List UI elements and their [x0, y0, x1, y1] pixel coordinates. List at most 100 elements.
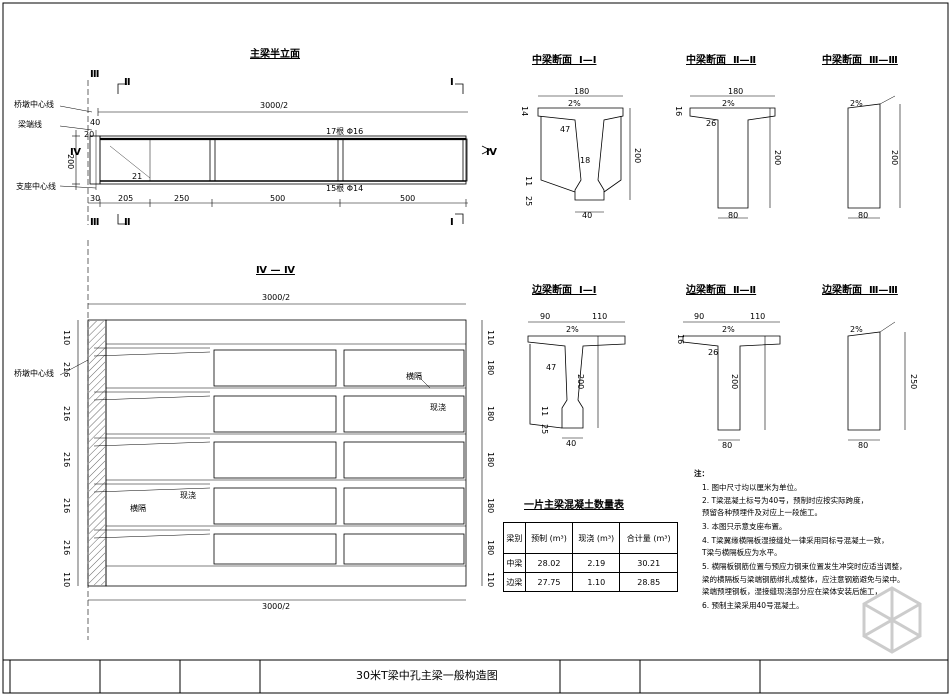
section-edge-III	[847, 321, 906, 441]
note-line: T梁与横隔板应为水平。	[702, 548, 782, 557]
edge-I-200: 200	[576, 374, 585, 390]
sec-mark-II-top: Ⅱ	[124, 77, 131, 88]
note-line: 4. T梁翼缘横隔板湿接缝处一律采用同标号混凝土一致，	[702, 536, 889, 545]
sec-edge-II-title: 边梁断面 Ⅱ—Ⅱ	[686, 285, 757, 296]
edge-III-250: 250	[909, 374, 918, 390]
plan-right-dim-2: 180	[486, 360, 495, 376]
elev-pier-center-label: 桥墩中心线	[14, 100, 54, 109]
note-line: 1. 图中尺寸均以厘米为单位。	[702, 483, 802, 492]
plan-title: Ⅳ — Ⅳ	[256, 265, 295, 276]
mid-I-top: 180	[574, 87, 590, 96]
mid-III-200: 200	[890, 150, 899, 166]
sec-mid-I-title: 中梁断面 Ⅰ—Ⅰ	[532, 55, 597, 66]
sec-edge-III-title: 边梁断面 Ⅲ—Ⅲ	[822, 285, 898, 296]
edge-I-40: 40	[566, 439, 577, 448]
sec-mark-III-top: Ⅲ	[90, 69, 100, 80]
plan-pier-center-label: 桥墩中心线	[14, 369, 54, 378]
qty-cell: 28.02	[524, 553, 574, 573]
elev-dim-30: 30	[90, 194, 101, 203]
qty-header-total: 合计量 (m³)	[619, 522, 678, 554]
plan-left-dim-5: 216	[62, 498, 71, 514]
sec-mid-II-title: 中梁断面 Ⅱ—Ⅱ	[686, 55, 757, 66]
mid-II-slope: 2%	[722, 99, 735, 108]
sec-mid-III-title: 中梁断面 Ⅲ—Ⅲ	[822, 55, 898, 66]
note-line: 3. 本图只示意支座布置。	[702, 522, 787, 531]
mid-II-16: 16	[674, 106, 683, 117]
mid-I-slope: 2%	[568, 99, 581, 108]
edge-I-25: 25	[540, 424, 549, 435]
edge-I-11: 11	[540, 406, 549, 417]
qty-cell: 1.10	[572, 572, 621, 592]
section-edge-I	[527, 321, 626, 439]
elev-dim-3: 500	[270, 194, 286, 203]
plan-wetjoint-label-2: 现浇	[180, 491, 196, 500]
qty-cell: 中梁	[503, 553, 526, 573]
edge-II-slope: 2%	[722, 325, 735, 334]
qty-table: 梁别 预制 (m³) 现浇 (m³) 合计量 (m³) 中梁 28.02 2.1…	[503, 522, 678, 592]
sec-mark-I-bot: Ⅰ	[450, 217, 454, 228]
elev-dim-2: 250	[174, 194, 190, 203]
edge-II-26: 26	[708, 348, 719, 357]
note-line: 6. 预制主梁采用40号混凝土。	[702, 601, 804, 610]
edge-I-left: 90	[540, 312, 551, 321]
edge-I-slope: 2%	[566, 325, 579, 334]
edge-II-right: 110	[750, 312, 766, 321]
mid-I-14: 14	[520, 106, 529, 117]
mid-I-25: 25	[524, 196, 533, 207]
elev-dim-40: 40	[90, 118, 101, 127]
plan-right-dim-5: 180	[486, 498, 495, 514]
elev-dim-1: 205	[118, 194, 134, 203]
mid-III-slope: 2%	[850, 99, 863, 108]
plan-left-dim-4: 216	[62, 452, 71, 468]
mid-I-47: 47	[560, 125, 571, 134]
section-mid-I	[537, 95, 631, 213]
plan-left-dim-3: 216	[62, 406, 71, 422]
section-mid-III	[847, 95, 901, 219]
plan-right-dim-4: 180	[486, 452, 495, 468]
sec-mark-III-bot: Ⅲ	[90, 217, 100, 228]
qty-cell: 28.85	[619, 572, 678, 592]
plan-right-dim-3: 180	[486, 406, 495, 422]
edge-II-200: 200	[730, 374, 739, 390]
plan-view	[59, 240, 483, 640]
sec-mark-IV-left: Ⅳ	[70, 147, 81, 158]
half-elevation-view	[59, 80, 491, 225]
edge-II-16: 16	[676, 334, 685, 345]
abutment-hatch	[89, 321, 105, 585]
table-row: 中梁 28.02 2.19 30.21	[503, 553, 678, 573]
plan-diaphragm-label: 横隔	[406, 372, 422, 381]
edge-II-80: 80	[722, 441, 733, 450]
drawing-title: 30米T梁中孔主梁一般构造图	[356, 669, 498, 682]
qty-table-header-row: 梁别 预制 (m³) 现浇 (m³) 合计量 (m³)	[503, 522, 678, 554]
mid-II-80: 80	[728, 211, 739, 220]
elev-beam-end-label: 梁端线	[18, 120, 42, 129]
qty-cell: 30.21	[619, 553, 678, 573]
plan-left-dim-2: 216	[62, 362, 71, 378]
table-row: 边梁 27.75 1.10 28.85	[503, 572, 678, 592]
elev-span-dim: 3000/2	[260, 101, 289, 110]
mid-II-top: 180	[728, 87, 744, 96]
elev-rebar-top: 17根 Φ16	[326, 127, 364, 136]
mid-I-11: 11	[524, 176, 533, 187]
elev-dim-4: 500	[400, 194, 416, 203]
note-line: 5. 横隔板钢筋位置与预应力钢束位置发生冲突时应适当调整，	[702, 562, 907, 571]
elev-height-dim: 200	[66, 154, 75, 170]
note-line: 预留各种预埋件及对应上一段施工。	[702, 508, 822, 517]
half-elevation-title: 主梁半立面	[250, 49, 300, 60]
edge-III-slope: 2%	[850, 325, 863, 334]
qty-header-cast: 现浇 (m³)	[572, 522, 621, 554]
plan-right-dim-6: 180	[486, 540, 495, 556]
qty-cell: 2.19	[572, 553, 621, 573]
plan-left-dim-6: 216	[62, 540, 71, 556]
sec-edge-I-title: 边梁断面 Ⅰ—Ⅰ	[532, 285, 597, 296]
note-line: 梁端预埋钢板，湿接缝现浇部分应在梁体安装后施工，	[702, 587, 882, 596]
edge-II-left: 90	[694, 312, 705, 321]
plan-right-dim-1: 110	[486, 330, 495, 346]
sec-mark-I-top: Ⅰ	[450, 77, 454, 88]
note-line: 梁的横隔板与梁端钢筋绑扎成整体，应注意钢筋避免与梁中。	[702, 575, 905, 584]
plan-dim-bottom: 3000/2	[262, 602, 291, 611]
mid-I-40: 40	[582, 211, 593, 220]
